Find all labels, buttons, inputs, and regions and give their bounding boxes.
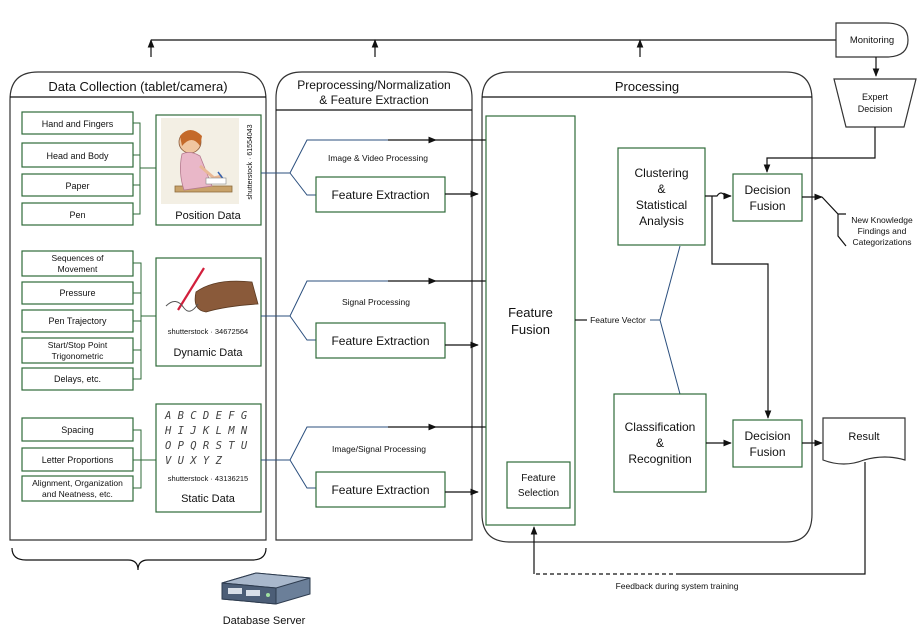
- watermark-dynamic: shutterstock · 34672564: [168, 327, 248, 336]
- monitoring-label: Monitoring: [850, 35, 894, 46]
- input-label: Pen: [69, 210, 85, 220]
- dynamic-data-label: Dynamic Data: [173, 347, 243, 359]
- classification-line: Classification: [625, 420, 696, 434]
- input-label: and Neatness, etc.: [42, 489, 113, 499]
- feature-extraction-label: Feature Extraction: [331, 334, 429, 348]
- result-node: [822, 417, 906, 465]
- expert-decision-node: [833, 78, 917, 128]
- child-writing-illustration: [174, 130, 233, 193]
- feature-selection-box: [506, 461, 571, 509]
- feedback-line-solid: [680, 462, 866, 575]
- processing-title: Processing: [615, 79, 679, 94]
- static-inputs: Spacing Letter Proportions Alignment, Or…: [21, 417, 156, 502]
- feature-selection-line1: Feature: [521, 473, 556, 484]
- position-inputs: Hand and Fingers Head and Body Paper Pen: [21, 111, 176, 226]
- dynamic-data-card: shutterstock · 34672564 Dynamic Data: [155, 257, 262, 367]
- feature-fusion-box: [485, 115, 576, 526]
- clustering-box: [617, 147, 706, 246]
- feature-vector-split: [659, 245, 681, 395]
- preprocessing-title-line2: & Feature Extraction: [319, 93, 428, 107]
- input-label: Start/Stop Point: [48, 340, 108, 350]
- watermark-static: shutterstock · 43136215: [168, 474, 248, 483]
- decision-fusion-line2: Fusion: [749, 199, 785, 213]
- feature-extraction-label: Feature Extraction: [331, 483, 429, 497]
- dynamic-to-preprocessing-connector: [261, 280, 390, 341]
- feedback-label: Feedback during system training: [616, 581, 739, 591]
- feature-extraction-box-2: [315, 322, 446, 359]
- input-label: Hand and Fingers: [42, 119, 114, 129]
- input-label: Paper: [65, 181, 89, 191]
- clustering-line: Analysis: [639, 214, 684, 228]
- classification-box: [613, 393, 707, 493]
- decision-fusion-box-bottom: [732, 419, 803, 468]
- decision-fusion-line1: Decision: [744, 183, 790, 197]
- result-label: Result: [848, 431, 879, 443]
- position-data-label: Position Data: [175, 210, 241, 222]
- input-label: Alignment, Organization: [32, 478, 123, 488]
- feature-extraction-box-3: [315, 471, 446, 508]
- label-image-video-processing: Image & Video Processing: [328, 153, 428, 163]
- feature-extraction-box-1: [315, 176, 446, 213]
- feature-fusion-line2: Fusion: [511, 322, 550, 337]
- new-knowledge-line: Findings and: [858, 226, 907, 236]
- input-label: Trigonometric: [52, 351, 104, 361]
- input-start-stop: [21, 337, 134, 364]
- input-alignment: [21, 475, 134, 502]
- input-label: Pen Trajectory: [48, 316, 107, 326]
- arrow: [711, 196, 772, 419]
- position-data-card: shutterstock · 61554043 Position Data: [155, 114, 262, 226]
- new-knowledge-bracket: [821, 196, 847, 247]
- database-server-label: Database Server: [223, 615, 306, 627]
- static-data-label: Static Data: [181, 493, 236, 505]
- feature-vector-label: Feature Vector: [590, 315, 646, 325]
- decision-fusion-line2: Fusion: [749, 445, 785, 459]
- expert-decision-line1: Expert: [862, 92, 889, 102]
- label-signal-processing: Signal Processing: [342, 297, 410, 307]
- decision-fusion-box-top: [732, 173, 803, 222]
- arrow: [763, 127, 876, 173]
- preprocessing-title-line1: Preprocessing/Normalization: [297, 78, 450, 92]
- new-knowledge-line: New Knowledge: [851, 215, 913, 225]
- input-label: Movement: [58, 264, 98, 274]
- clustering-line: Clustering: [634, 166, 688, 180]
- feature-fusion-line1: Feature: [508, 305, 553, 320]
- position-to-preprocessing-connector: [261, 139, 390, 196]
- letters-row: A B C D E F G: [164, 410, 248, 422]
- feature-extraction-label: Feature Extraction: [331, 188, 429, 202]
- hand-writing-illustration: [165, 267, 259, 313]
- handwritten-letters: A B C D E F G H I J K L M N O P Q R S T …: [164, 410, 248, 467]
- data-collection-title: Data Collection (tablet/camera): [48, 79, 227, 94]
- new-knowledge-line: Categorizations: [852, 237, 911, 247]
- classification-line: &: [656, 436, 664, 450]
- input-label: Head and Body: [46, 151, 109, 161]
- input-label: Letter Proportions: [42, 455, 114, 465]
- monitoring-rail: [147, 39, 836, 57]
- input-label: Delays, etc.: [54, 374, 101, 384]
- input-label: Sequences of: [52, 253, 105, 263]
- dynamic-inputs: Sequences of Movement Pressure Pen Traje…: [21, 250, 156, 391]
- label-image-signal-processing: Image/Signal Processing: [332, 444, 426, 454]
- input-sequences: [21, 250, 134, 277]
- classification-line: Recognition: [628, 452, 691, 466]
- input-label: Pressure: [59, 288, 95, 298]
- input-label: Spacing: [61, 425, 94, 435]
- clustering-line: &: [657, 182, 665, 196]
- monitoring-node: [835, 22, 909, 58]
- static-data-card: A B C D E F G H I J K L M N O P Q R S T …: [155, 403, 262, 513]
- decision-fusion-line1: Decision: [744, 429, 790, 443]
- clustering-line: Statistical: [636, 198, 687, 212]
- arrow: [705, 192, 732, 200]
- expert-decision-line2: Decision: [858, 104, 893, 114]
- letters-row: V U X Y Z: [165, 455, 223, 467]
- letters-row: O P Q R S T U: [165, 440, 248, 452]
- static-to-preprocessing-connector: [261, 426, 390, 489]
- database-brace: [11, 547, 267, 571]
- watermark-position: shutterstock · 61554043: [247, 124, 254, 199]
- letters-row: H I J K L M N: [164, 425, 248, 437]
- database-server-icon: [221, 572, 311, 605]
- feature-selection-line2: Selection: [518, 488, 559, 499]
